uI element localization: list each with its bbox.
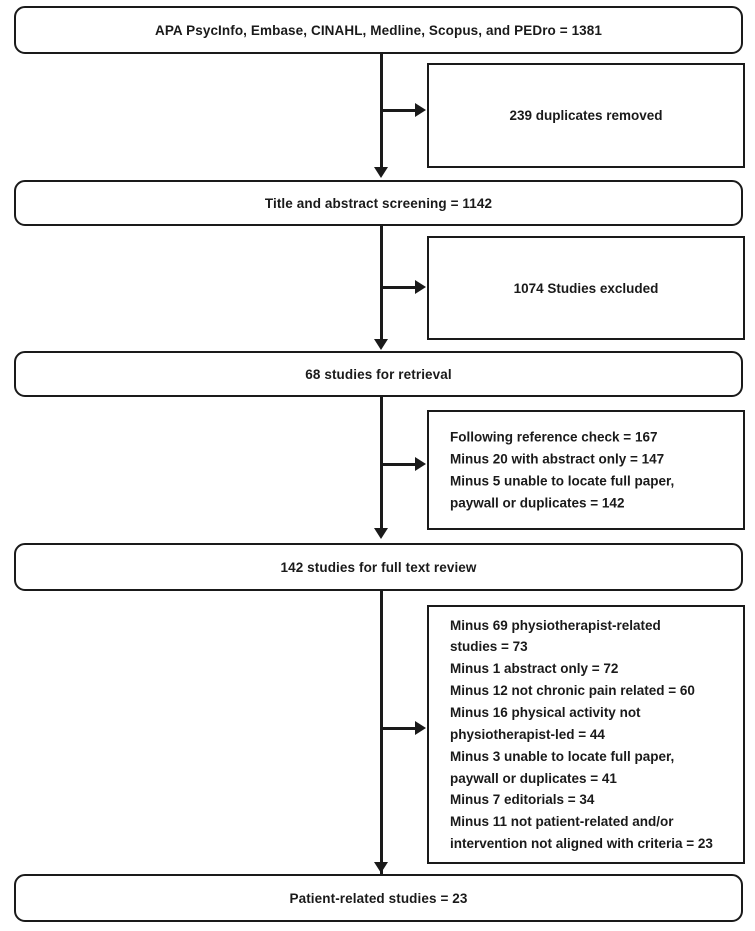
exclusion-box-full-text-exclusions: Minus 69 physiotherapist-related studies…: [427, 605, 745, 864]
exclusion-box-reference-check: Following reference check = 167 Minus 20…: [427, 410, 745, 530]
stage-label-full-text-review: 142 studies for full text review: [280, 559, 477, 575]
connector-line-4: [380, 591, 383, 875]
connector-arrowhead-3: [374, 528, 388, 539]
exclusion-line: Minus 1 abstract only = 72: [450, 660, 619, 676]
exclusion-line: paywall or duplicates = 41: [450, 770, 617, 786]
exclusion-list-full-text-exclusions: Minus 69 physiotherapist-related studies…: [450, 614, 733, 854]
exclusion-line: Minus 69 physiotherapist-related: [450, 617, 661, 633]
stage-box-patient-related-studies: Patient-related studies = 23: [14, 874, 743, 922]
exclusion-line: intervention not aligned with criteria =…: [450, 835, 713, 851]
stage-box-studies-for-retrieval: 68 studies for retrieval: [14, 351, 743, 397]
branch-line-1: [381, 109, 416, 112]
exclusion-label-duplicates-removed: 239 duplicates removed: [509, 108, 663, 123]
stage-box-identification: APA PsycInfo, Embase, CINAHL, Medline, S…: [14, 6, 743, 54]
exclusion-list-reference-check: Following reference check = 167 Minus 20…: [450, 426, 733, 513]
exclusion-line: Minus 3 unable to locate full paper,: [450, 748, 675, 764]
stage-label-title-abstract-screening: Title and abstract screening = 1142: [264, 195, 493, 211]
stage-label-studies-for-retrieval: 68 studies for retrieval: [305, 366, 452, 382]
exclusion-line: Minus 11 not patient-related and/or: [450, 814, 674, 830]
branch-line-4: [381, 727, 416, 730]
exclusion-label-studies-excluded: 1074 Studies excluded: [513, 280, 659, 296]
connector-line-2: [380, 226, 383, 341]
exclusion-line: studies = 73: [450, 639, 528, 655]
connector-arrowhead-4: [374, 862, 388, 873]
exclusion-line: Minus 20 with abstract only = 147: [450, 451, 665, 467]
connector-line-1: [380, 54, 383, 169]
exclusion-line: physiotherapist-led = 44: [450, 726, 605, 742]
branch-line-3: [381, 463, 416, 466]
connector-arrowhead-1: [374, 167, 388, 178]
exclusion-line: Following reference check = 167: [450, 429, 658, 445]
exclusion-line: Minus 5 unable to locate full paper,: [450, 473, 675, 488]
branch-arrowhead-3: [415, 457, 426, 471]
exclusion-line: Minus 16 physical activity not: [450, 704, 641, 720]
exclusion-line: Minus 12 not chronic pain related = 60: [450, 682, 695, 698]
exclusion-line: Minus 7 editorials = 34: [450, 792, 595, 808]
branch-line-2: [381, 286, 416, 289]
stage-label-identification: APA PsycInfo, Embase, CINAHL, Medline, S…: [154, 22, 603, 38]
stage-label-patient-related-studies: Patient-related studies = 23: [289, 890, 468, 906]
exclusion-line: paywall or duplicates = 142: [450, 494, 625, 510]
branch-arrowhead-2: [415, 280, 426, 294]
branch-arrowhead-1: [415, 103, 426, 117]
branch-arrowhead-4: [415, 721, 426, 735]
stage-box-title-abstract-screening: Title and abstract screening = 1142: [14, 180, 743, 226]
exclusion-box-studies-excluded: 1074 Studies excluded: [427, 236, 745, 340]
connector-arrowhead-2: [374, 339, 388, 350]
stage-box-full-text-review: 142 studies for full text review: [14, 543, 743, 591]
exclusion-box-duplicates-removed: 239 duplicates removed: [427, 63, 745, 168]
